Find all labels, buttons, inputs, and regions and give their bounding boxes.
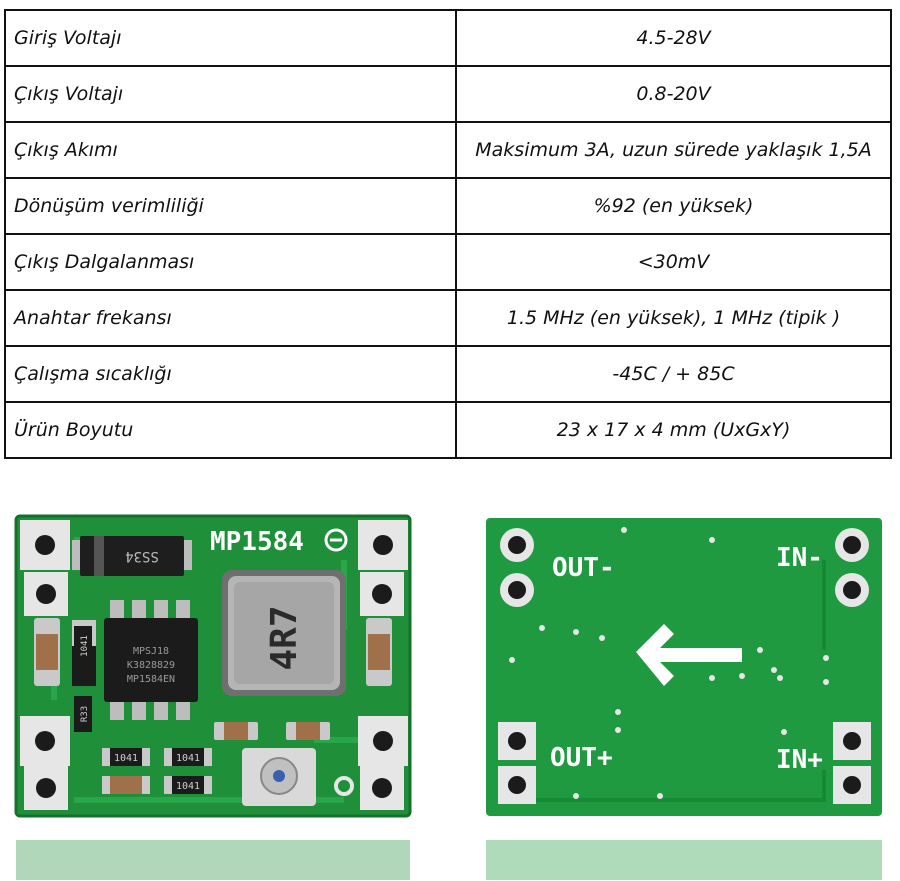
table-row: Ürün Boyutu 23 x 17 x 4 mm (UxGxY) — [4, 401, 892, 459]
spec-value: 4.5-28V — [455, 9, 892, 67]
resistors: 1041 1041 1041 R33 1041 — [74, 626, 212, 794]
spec-label: Ürün Boyutu — [4, 401, 457, 459]
in-plus-label: IN+ — [776, 745, 823, 775]
table-row: Giriş Voltajı 4.5-28V — [4, 9, 892, 67]
table-row: Çıkış Voltajı 0.8-20V — [4, 65, 892, 123]
spec-label: Çıkış Akımı — [4, 121, 457, 179]
spec-label: Çıkış Dalgalanması — [4, 233, 457, 291]
spec-value: 0.8-20V — [455, 65, 892, 123]
spec-value: Maksimum 3A, uzun sürede yaklaşık 1,5A — [455, 121, 892, 179]
resistor-label: 1041 — [114, 753, 138, 764]
front-board-photo: SS34 MP1584 4R7 MPSJ18 K3828829 MP1584EN — [14, 514, 412, 818]
diode: SS34 — [72, 536, 192, 576]
inductor-label: 4R7 — [264, 605, 305, 670]
table-row: Çalışma sıcaklığı -45C / + 85C — [4, 345, 892, 403]
board-chip-title: MP1584 — [210, 527, 304, 557]
spec-value: %92 (en yüksek) — [455, 177, 892, 235]
spec-label: Anahtar frekansı — [4, 289, 457, 347]
ic-line-1: MPSJ18 — [133, 646, 169, 657]
resistor-label: R33 — [80, 706, 90, 722]
out-minus-label: OUT- — [552, 553, 615, 583]
front-board-reflection — [16, 840, 410, 880]
back-board-reflection — [486, 840, 882, 880]
spec-label: Çıkış Voltajı — [4, 65, 457, 123]
arrow-left-icon — [636, 624, 742, 686]
back-board-photo: OUT- IN- OUT+ IN+ — [486, 518, 882, 816]
front-pads — [20, 520, 408, 810]
ic-line-2: K3828829 — [127, 660, 175, 671]
spec-value: 1.5 MHz (en yüksek), 1 MHz (tipik ) — [455, 289, 892, 347]
potentiometer — [242, 748, 354, 806]
resistor-label: 1041 — [176, 753, 200, 764]
ic-chip: MPSJ18 K3828829 MP1584EN — [104, 600, 198, 720]
table-row: Çıkış Akımı Maksimum 3A, uzun sürede yak… — [4, 121, 892, 179]
diode-label: SS34 — [125, 548, 159, 564]
spec-label: Dönüşüm verimliliği — [4, 177, 457, 235]
resistor-label: 1041 — [176, 781, 200, 792]
inductor: 4R7 — [222, 570, 346, 696]
vias — [509, 527, 829, 799]
spec-label: Çalışma sıcaklığı — [4, 345, 457, 403]
table-row: Anahtar frekansı 1.5 MHz (en yüksek), 1 … — [4, 289, 892, 347]
spec-label: Giriş Voltajı — [4, 9, 457, 67]
resistor-label: 1041 — [80, 635, 90, 657]
spec-value: <30mV — [455, 233, 892, 291]
out-plus-label: OUT+ — [550, 743, 613, 773]
in-minus-label: IN- — [776, 543, 823, 573]
back-pads — [498, 528, 871, 804]
ic-line-3: MP1584EN — [127, 674, 175, 685]
spec-value: 23 x 17 x 4 mm (UxGxY) — [455, 401, 892, 459]
spec-table: Giriş Voltajı 4.5-28V Çıkış Voltajı 0.8-… — [4, 9, 892, 459]
table-row: Çıkış Dalgalanması <30mV — [4, 233, 892, 291]
spec-value: -45C / + 85C — [455, 345, 892, 403]
table-row: Dönüşüm verimliliği %92 (en yüksek) — [4, 177, 892, 235]
product-photos: SS34 MP1584 4R7 MPSJ18 K3828829 MP1584EN — [0, 500, 900, 881]
minus-symbol — [324, 528, 348, 552]
